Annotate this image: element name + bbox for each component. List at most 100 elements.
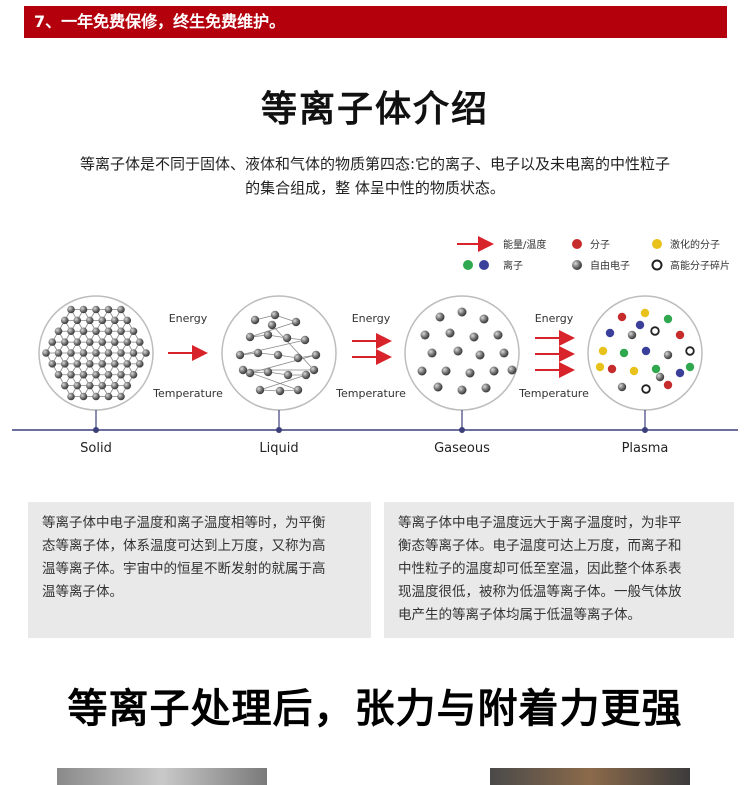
gas-molecule — [499, 348, 509, 358]
timeline-dot-liquid — [276, 427, 282, 433]
solid-atom — [135, 338, 144, 346]
liquid-molecule — [275, 386, 285, 396]
arrow3-temperature-label: Temperature — [518, 387, 589, 400]
solid-atom — [79, 370, 88, 379]
plasma-particle — [640, 308, 650, 318]
gas-molecule — [493, 330, 503, 340]
solid-atom — [98, 360, 107, 368]
solid-atom — [92, 305, 100, 314]
product-photo-left — [57, 768, 267, 785]
solid-atom — [79, 392, 88, 401]
plasma-particle — [651, 364, 661, 374]
solid-atom — [117, 349, 125, 357]
box-left-line-2: 态等离子体，体系温度可达到上万度，又称为高 — [42, 538, 326, 554]
solid-atom — [79, 349, 88, 357]
solid-atom — [54, 370, 63, 379]
nonequilibrium-plasma-box: 等离子体中电子温度远大于离子温度时，为非平 衡态等离子体。电子温度可达上万度，而… — [384, 502, 734, 638]
equilibrium-plasma-box: 等离子体中电子温度和离子温度相等时，为平衡 态等离子体，体系温度可达到上万度，又… — [28, 502, 371, 638]
molecule-icon — [572, 239, 582, 249]
solid-atom — [98, 381, 107, 390]
treatment-headline: 等离子处理后，张力与附着力更强 — [67, 686, 683, 732]
arrow2-temperature-label: Temperature — [335, 387, 406, 400]
gas-molecule — [489, 366, 499, 376]
box-right-line-3: 中性粒子的温度却可低至室温，因此整个体系表 — [398, 561, 682, 577]
solid-atom — [60, 338, 69, 346]
liquid-molecule — [255, 385, 265, 395]
solid-atom — [67, 392, 75, 401]
plasma-particle — [675, 368, 685, 378]
solid-atom — [79, 327, 88, 336]
solid-atom — [104, 305, 113, 314]
solid-atom — [85, 381, 94, 390]
solid-atom — [92, 349, 100, 357]
legend-energy-label: 能量/温度 — [503, 238, 546, 251]
solid-atom — [48, 338, 57, 346]
intro-line-1: 等离子体是不同于固体、液体和气体的物质第四态:它的离子、电子以及未电离的中性粒子 — [79, 155, 671, 173]
gas-particles — [417, 307, 517, 395]
solid-atom — [135, 360, 144, 368]
solid-atom — [123, 316, 132, 325]
gas-molecule — [435, 312, 445, 322]
gas-molecule — [427, 348, 437, 358]
arrow1-temperature-label: Temperature — [152, 387, 223, 400]
solid-atom — [110, 316, 119, 325]
product-photo-right — [490, 768, 690, 785]
box-right-line-2: 衡态等离子体。电子温度可达上万度，而离子和 — [398, 538, 682, 554]
liquid-molecule — [263, 367, 273, 377]
solid-atom — [67, 305, 75, 314]
liquid-molecule — [300, 335, 310, 345]
solid-atom — [60, 360, 69, 368]
plasma-particle — [629, 366, 639, 376]
free-electron-icon — [572, 260, 582, 270]
solid-atom — [104, 392, 113, 401]
gas-molecule — [441, 366, 451, 376]
solid-atom — [73, 338, 82, 346]
gas-molecule — [433, 382, 443, 392]
solid-atom — [129, 327, 138, 336]
plasma-particle — [595, 362, 605, 372]
plasma-particle — [685, 346, 695, 356]
liquid-molecule — [270, 310, 280, 320]
solid-atom — [60, 316, 69, 325]
solid-atom — [73, 381, 82, 390]
solid-atom — [67, 370, 75, 379]
liquid-molecule — [250, 315, 260, 325]
liquid-molecule — [235, 350, 245, 360]
solid-atom — [67, 349, 75, 357]
liquid-label: Liquid — [259, 441, 298, 456]
gas-molecule — [417, 366, 427, 376]
solid-atom — [117, 392, 125, 401]
legend-ion-label: 离子 — [503, 259, 523, 272]
solid-atom — [129, 370, 138, 379]
plasma-particle — [605, 328, 615, 338]
solid-atom — [79, 305, 88, 314]
solid-atom — [123, 360, 132, 368]
fragment-icon — [651, 259, 663, 271]
gas-molecule — [481, 383, 491, 393]
section-banner: 7、一年免费保修，终生免费维护。 — [24, 6, 727, 38]
gas-molecule — [507, 365, 517, 375]
liquid-molecule — [301, 370, 311, 380]
solid-atom — [129, 349, 138, 357]
ion-green-icon — [463, 260, 473, 270]
arrow1-energy-label: Energy — [169, 312, 208, 325]
solid-atom — [85, 360, 94, 368]
liquid-molecule — [253, 348, 263, 358]
plasma-particle — [607, 364, 617, 374]
arrow3-energy-label: Energy — [535, 312, 574, 325]
liquid-molecule — [282, 333, 292, 343]
liquid-molecule — [238, 365, 248, 375]
legend-excited-label: 激化的分子 — [670, 238, 720, 251]
liquid-molecule — [245, 368, 255, 378]
solid-atom — [110, 381, 119, 390]
states-of-matter-diagram: 能量/温度 分子 激化的分子 离子 自由电子 高能分子碎片 Energy Tem… — [12, 236, 738, 456]
section-title: 等离子体介绍 — [260, 89, 489, 130]
arrow2-energy-label: Energy — [352, 312, 391, 325]
gas-molecule — [469, 332, 479, 342]
gas-molecule — [479, 314, 489, 324]
liquid-molecule — [293, 385, 303, 395]
solid-atom — [104, 349, 113, 357]
box-left-line-1: 等离子体中电子温度和离子温度相等时，为平衡 — [42, 515, 326, 531]
solid-atom — [92, 370, 100, 379]
plasma-particle — [675, 330, 685, 340]
